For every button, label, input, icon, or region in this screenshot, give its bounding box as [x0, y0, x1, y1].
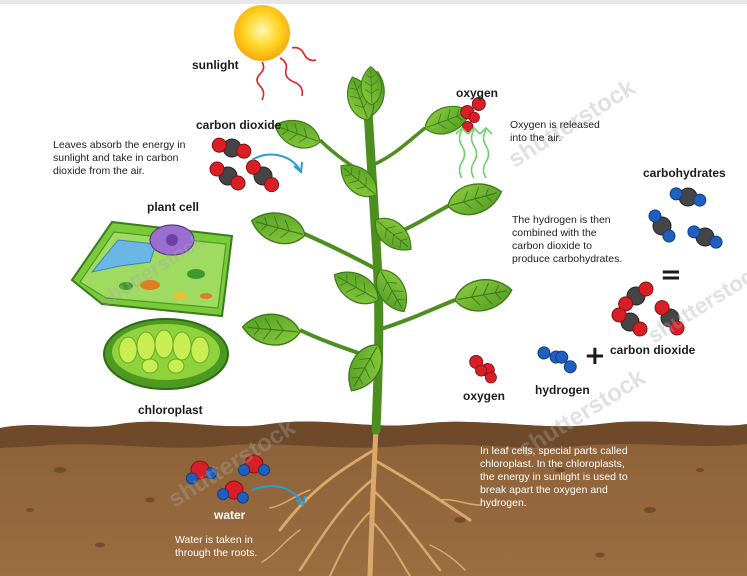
leaves-note: Leaves absorb the energy in sunlight and…	[53, 139, 186, 178]
plus-sign: +	[584, 343, 606, 369]
equals-sign: =	[660, 262, 682, 288]
co2-molecules-top	[210, 129, 282, 193]
water-note: Water is taken in through the roots.	[175, 534, 257, 560]
chloroplast-label: chloroplast	[138, 403, 203, 417]
sun-icon	[234, 5, 290, 61]
hydrogen-note: The hydrogen is then combined with the c…	[512, 214, 622, 266]
carbon-dioxide-bottom-label: carbon dioxide	[610, 343, 695, 357]
o2-molecules-top	[460, 95, 487, 133]
oxygen-top-label: oxygen	[456, 86, 498, 100]
water-label: water	[214, 508, 245, 522]
sunlight-label: sunlight	[192, 58, 239, 72]
o2-molecules-bottom	[469, 353, 498, 386]
plant-stem	[300, 110, 455, 430]
plant-cell-label: plant cell	[147, 200, 199, 214]
chloroplast-note: In leaf cells, special parts called chlo…	[480, 445, 628, 510]
hydrogen-label: hydrogen	[535, 383, 590, 397]
carbon-dioxide-top-label: carbon dioxide	[196, 118, 281, 132]
oxygen-release-arrows	[456, 128, 492, 178]
h2-molecules	[536, 342, 578, 374]
carbohydrate-molecules	[643, 179, 723, 252]
oxygen-bottom-label: oxygen	[463, 389, 505, 403]
carbohydrates-label: carbohydrates	[643, 166, 726, 180]
plant-cell-illustration	[72, 222, 232, 316]
oxygen-note: Oxygen is released into the air.	[510, 119, 600, 145]
chloroplast-illustration	[104, 319, 228, 389]
top-strip	[0, 0, 747, 4]
